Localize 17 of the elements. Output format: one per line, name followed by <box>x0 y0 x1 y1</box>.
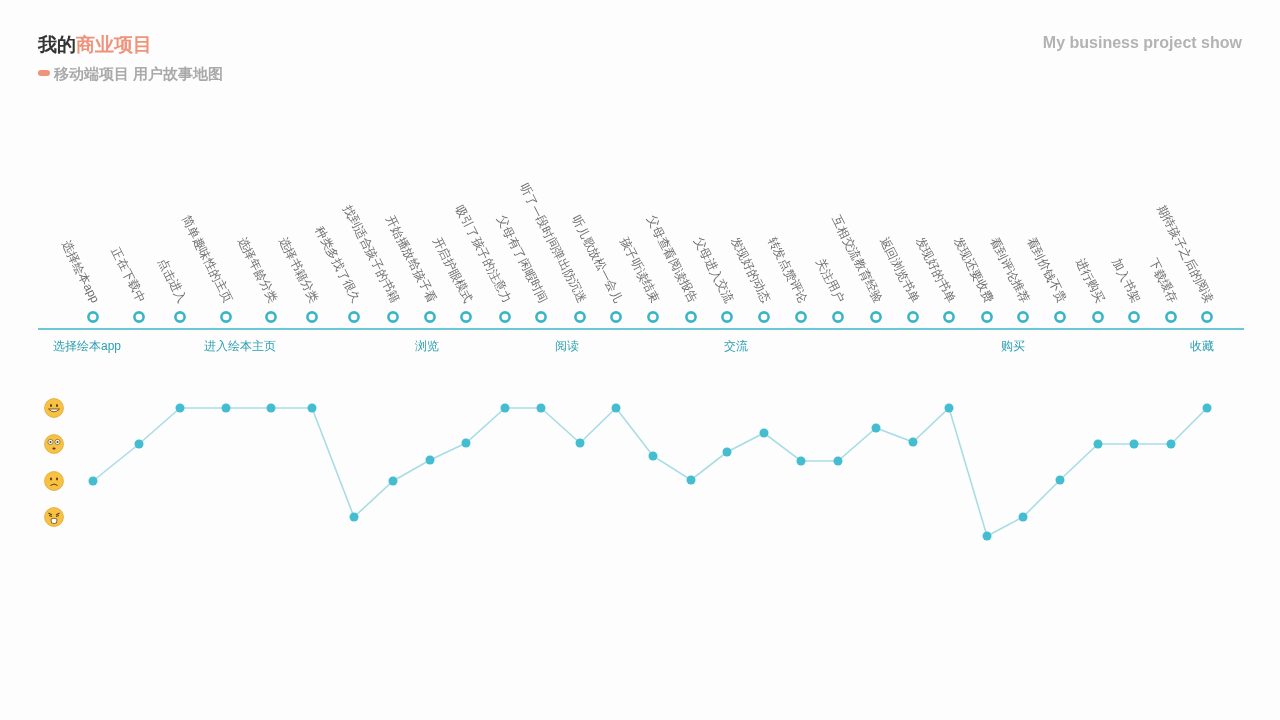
step-label: 正在下载中 <box>108 245 149 306</box>
step-label: 关注用户 <box>812 256 848 306</box>
stage-label: 浏览 <box>415 338 439 355</box>
step-label: 下载缓存 <box>1145 256 1181 306</box>
title: 我的商业项目 <box>38 33 152 57</box>
stage-label: 选择绘本app <box>53 338 121 355</box>
stage-label: 交流 <box>724 338 748 355</box>
step-label: 进行购买 <box>1072 256 1108 306</box>
stage-label: 购买 <box>1001 338 1025 355</box>
step-label: 加入书架 <box>1108 256 1144 306</box>
stage-label: 收藏 <box>1190 338 1214 355</box>
stage-label: 阅读 <box>555 338 579 355</box>
stage-label: 进入绘本主页 <box>204 338 276 355</box>
step-label: 选择绘本app <box>58 238 103 306</box>
subtitle: 移动端项目 用户故事地图 <box>54 64 224 84</box>
step-label: 点击进入 <box>154 256 190 306</box>
header-text: My business project show <box>1042 33 1242 53</box>
